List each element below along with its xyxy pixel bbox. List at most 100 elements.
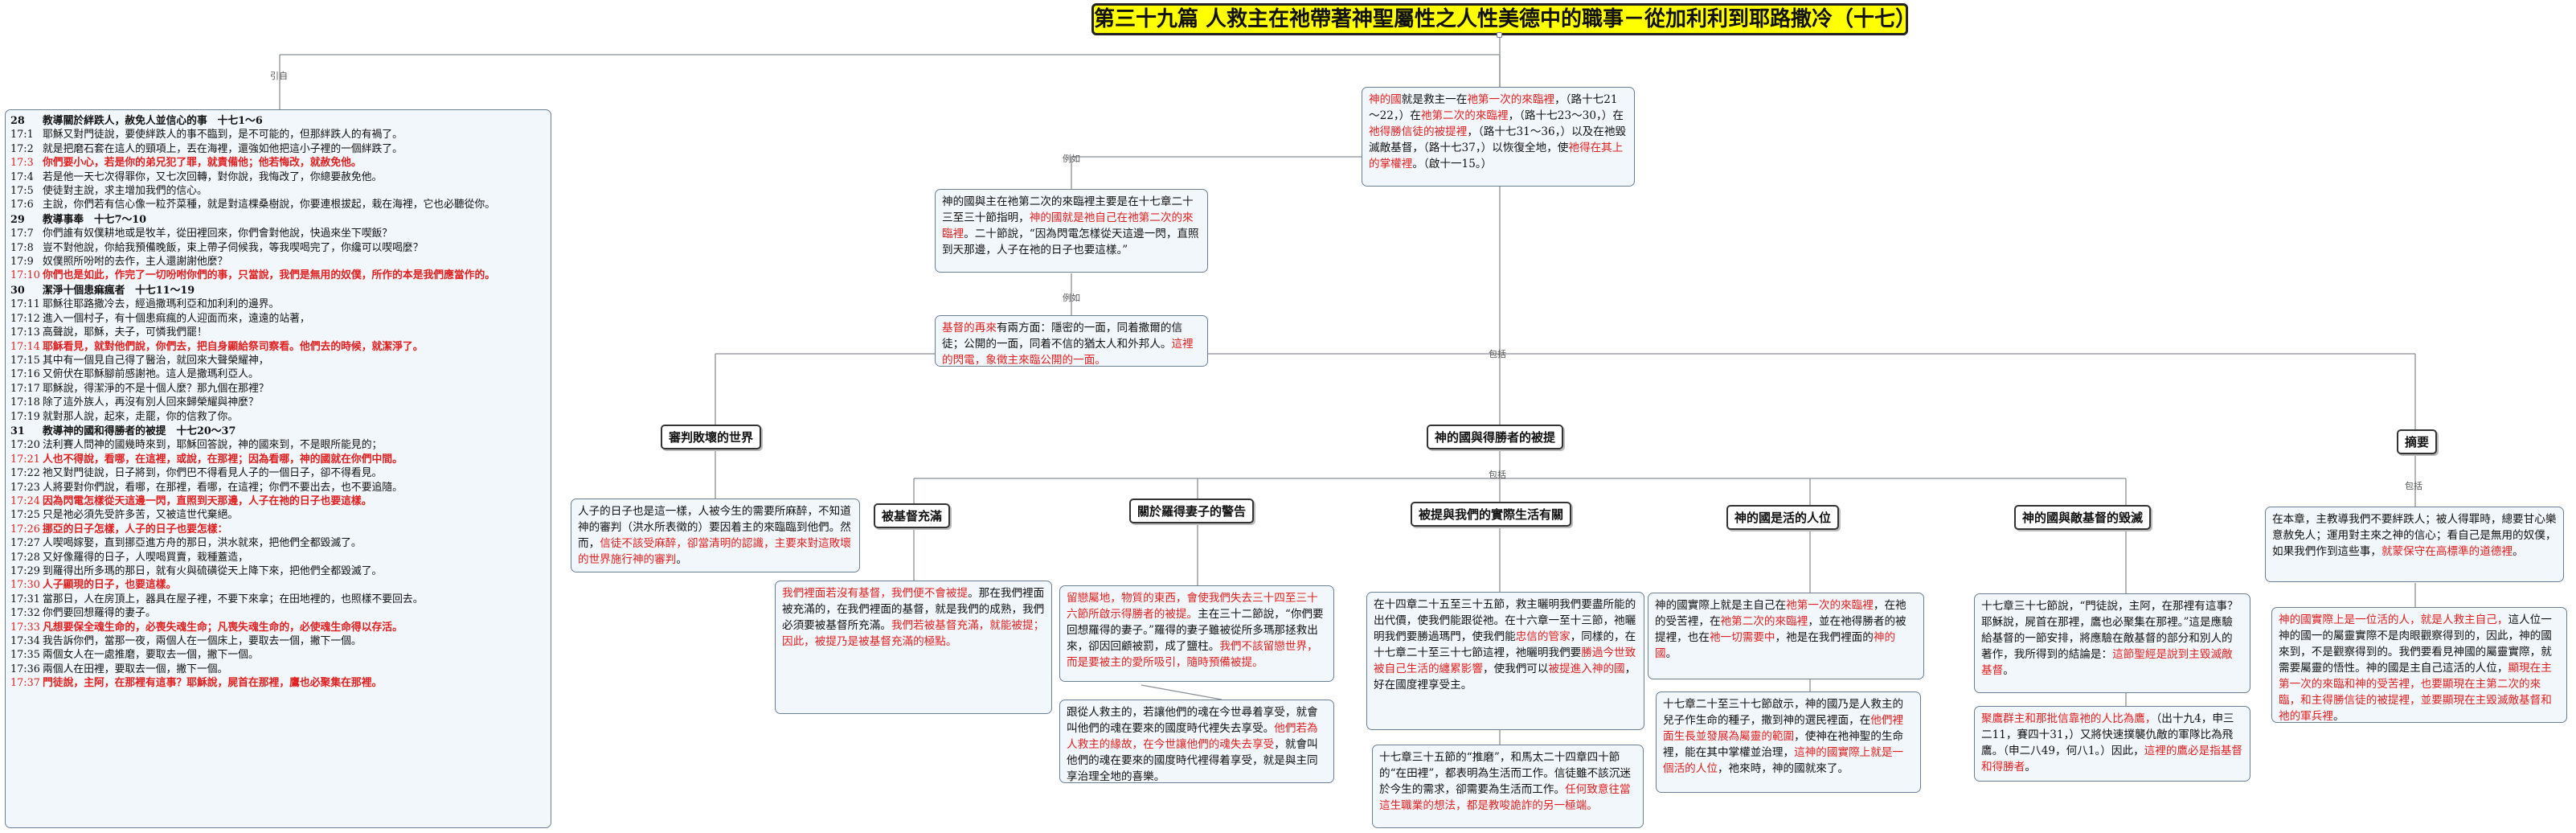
summary2Text-segment: 這人位一神的國一的屬靈實際不是肉眼觀察得到的，因此，神的國來到，不是觀察得到的。…	[2279, 613, 2552, 675]
verse-reference: 17:18	[10, 396, 40, 409]
page-title: 第三十九篇 人救主在祂帶著神聖屬性之人性美德中的職事－從加利利到耶路撒冷（十七）	[1091, 3, 1916, 35]
lightning-segment: 有兩方面：隱密的一面，同着撒爾的信徒；公開的一面，同着不信的猶太人和外邦人。	[942, 322, 1183, 351]
rapture-practical-box: 在十四章二十五至三十五節，救主曬明我們要盡所能的出代價，使我們能跟從祂。在十六章…	[1366, 592, 1644, 730]
example-connector-label-1: 例如	[1063, 154, 1080, 164]
coming-segment: 祂第二次的來臨裡	[1420, 109, 1509, 122]
king2Text-segment: ，祂來時，神的國就來了。	[1717, 762, 1849, 775]
verse-reference: 17:27	[10, 537, 40, 550]
verse-text: 到羅得出所多瑪的那日，就有火與硫磺從天上降下來，把他們全都毀滅了。	[43, 565, 383, 577]
coming-segment: 祂得在其上的掌權裡	[1369, 142, 1624, 170]
verse-text: 又俯伏在耶穌腳前感謝祂。這人是撒瑪利亞人。	[43, 368, 259, 381]
verse-text: 挪亞的日子怎樣，人子的日子也要怎樣：	[43, 523, 228, 536]
judgeText-segment: 信徒不該受麻醉，卻當清明的認識，主要來對這敗壞的世界施行神的審判	[578, 537, 851, 566]
verse-reference: 28	[10, 115, 25, 127]
verse-text: 因為閃電怎樣從天這邊一閃，直照到天那邊，人子在祂的日子也要這樣。	[43, 494, 372, 507]
king2Text-segment: 十七章二十至三十七節啟示，神的國乃是人救主的兒子作生命的種子，撒到神的選民裡面，…	[1663, 698, 1904, 727]
verse-text: 當那日，人在房頂上，器具在屋子裡，不要下來拿；在田地裡的，也照樣不要回去。	[43, 593, 424, 605]
coming-segment: 神的國	[1369, 93, 1402, 106]
summary-text: 在本章，主教導我們不要絆跌人；被人得罪時，總要甘心樂意赦免人；運用對主來之神的信…	[2272, 513, 2556, 558]
coming-segment: 祂得勝信徒的被提裡	[1369, 125, 1468, 138]
verse-text: 其中有一個見自己得了醫治，就回來大聲榮耀神，	[43, 354, 269, 367]
verse-reference: 17:13	[10, 326, 40, 339]
verse-text: 教導關於絆跌人，赦免人並信心的事 十七1～6	[43, 115, 263, 127]
coming-segment: ，（路十七23～30，）在	[1508, 109, 1624, 122]
eagle-box: 聚鷹群主和那批信靠祂的人比為鷹，（出十九4，申三二11，賽四十31，）又將快速撲…	[1974, 706, 2250, 782]
verse-reference: 17:2	[10, 142, 34, 155]
eagle-text: 聚鷹群主和那批信靠祂的人比為鷹，（出十九4，申三二11，賽四十31，）又將快速撲…	[1981, 712, 2242, 774]
verse-text: 耶穌說，得潔淨的不是十個人麼？那九個在那裡？	[43, 382, 269, 395]
verse-text: 使徒對主說，求主增加我們的信心。	[43, 185, 207, 198]
filled-with-christ-box: 我們裡面若沒有基督，我們便不會被提。那在我們裡面被充滿的，在我們裡面的基督，就是…	[775, 581, 1052, 714]
scripture-section-heading: 28 教導關於絆跌人，赦免人並信心的事 十七1～6	[10, 114, 546, 128]
verse-text: 教導神的國和得勝者的被提 十七20～37	[43, 425, 236, 437]
enjoy2Text-segment: 跟從人救主的，若讓他們的魂在今世尋着享受，就會叫他們的魂在要來的國度時代裡失去享…	[1067, 706, 1318, 735]
ruleText-segment: 被提進入神的國	[1548, 663, 1625, 675]
kingdom-person-summary-box: 神的國實際上是一位活的人，就是人救主自己，這人位一神的國一的屬靈實際不是肉眼觀察…	[2271, 607, 2567, 723]
eagle2Text-segment: 聚鷹群主和那批信靠祂的人比為鷹，	[1981, 712, 2156, 725]
topic-filled-with-christ: 被基督充滿	[874, 503, 951, 528]
rapture-practical-text: 在十四章二十五至三十五節，救主曬明我們要盡所能的出代價，使我們能跟從祂。在十六章…	[1374, 598, 1636, 691]
eagle2Text-segment: （出十九4，申三二11，賽四十31，）又將快速撲襲仇敵的軍隊比為飛鷹。（申二八4…	[1981, 712, 2234, 757]
ruleText-segment: ，同樣的，在十七章二十至三十七節這裡，祂曬明我們要	[1374, 630, 1636, 659]
topic-kingdom-living-person: 神的國是活的人位	[1726, 505, 1840, 530]
judgeText-segment: 。	[676, 553, 687, 566]
verse-reference: 17:21	[10, 453, 40, 466]
eagle2Text-segment: 。	[2025, 761, 2036, 774]
verse-text: 奴僕照所吩咐的去作，主人還謝謝他麼？	[43, 256, 228, 269]
seed-of-life-text: 十七章二十至三十七節啟示，神的國乃是人救主的兒子作生命的種子，撒到神的選民裡面，…	[1663, 698, 1903, 775]
verse-text: 進入一個村子，有十個患痲瘋的人迎面而來，遠遠的站著，	[43, 312, 310, 325]
antichrist-text: 十七章三十七節說，“門徒說，主阿，在那裡有這事？耶穌說，屍首在那裡，鷹也必聚集在…	[1981, 600, 2238, 677]
topic-summary: 摘要	[2397, 429, 2438, 454]
verse-reference: 31	[10, 425, 25, 437]
grinding-working-text: 十七章三十五節的“推磨”，和馬太二十四章四十節的“在田裡”，都表明為生活而工作。…	[1379, 751, 1631, 812]
eagleText-segment: 。	[2003, 664, 2014, 677]
kingdom-person-summary-text: 神的國實際上是一位活的人，就是人救主自己，這人位一神的國一的屬靈實際不是肉眼觀察…	[2279, 613, 2552, 723]
verse-reference: 17:5	[10, 185, 34, 198]
verse-reference: 29	[10, 213, 25, 226]
filled-with-christ-text: 我們裡面若沒有基督，我們便不會被提。那在我們裡面被充滿的，在我們裡面的基督，就是…	[782, 587, 1044, 648]
king2Text-segment: 這神的國實際上就是一個活的人位	[1663, 746, 1904, 775]
coming-segment: 祂第一次的來臨裡	[1467, 93, 1555, 106]
verse-reference: 17:23	[10, 481, 40, 494]
rule2Text-segment: 任何致意往當這生職業的想法，都是教唆詭詐的另一極端。	[1379, 783, 1631, 812]
lightning-segment: 這裡的閃電，象徵主來臨公開的一面。	[942, 338, 1194, 367]
verse-text: 祂又對門徒說，日子將到，你們巴不得看見人子的一個日子，卻不得看見。	[43, 467, 383, 480]
verse-text: 人將要對你們說，看哪，在那裡，看哪，在這裡；你們不要出去，也不要追隨。	[43, 481, 403, 494]
ruleText-segment: 勝過今世致被自己生活的纏累影響	[1374, 646, 1636, 675]
antichrist-box: 十七章三十七節說，“門徒說，主阿，在那裡有這事？耶穌說，屍首在那裡，鷹也必聚集在…	[1974, 593, 2250, 693]
verse-text: 耶穌往耶路撒冷去，經過撒瑪利亞和加利利的邊界。	[43, 298, 280, 311]
second-segment: 。二十節說，“因為閃電怎樣從天這邊一閃，直照到天那邊，人子在祂的日子也要這樣。”	[942, 228, 1199, 256]
verse-reference: 17:16	[10, 368, 40, 381]
verse-reference: 17:14	[10, 340, 40, 353]
verse-text: 兩個女人在一處推磨，要取去一個，撇下一個。	[43, 649, 259, 662]
verse-reference: 17:9	[10, 256, 34, 269]
verse-text: 你們要回想羅得的妻子。	[43, 607, 156, 620]
judge-world-text: 人子的日子也是這一樣，人被今生的需要所麻醉，不知道神的審判（洪水所表徵的）要因着…	[578, 505, 851, 566]
verse-reference: 17:19	[10, 410, 40, 423]
verse-text: 若是他一天七次得罪你，又七次回轉，對你說，我悔改了，你總要赦免他。	[43, 170, 383, 183]
lightning-segment: 基督的再來	[942, 322, 997, 334]
verse-text: 主說，你們若有信心像一粒芥菜種，就是對這棵桑樹說，你要連根拔起，栽在海裡，它也必…	[43, 199, 496, 211]
kingText-segment: 祂第二次的來臨裡	[1720, 615, 1808, 628]
